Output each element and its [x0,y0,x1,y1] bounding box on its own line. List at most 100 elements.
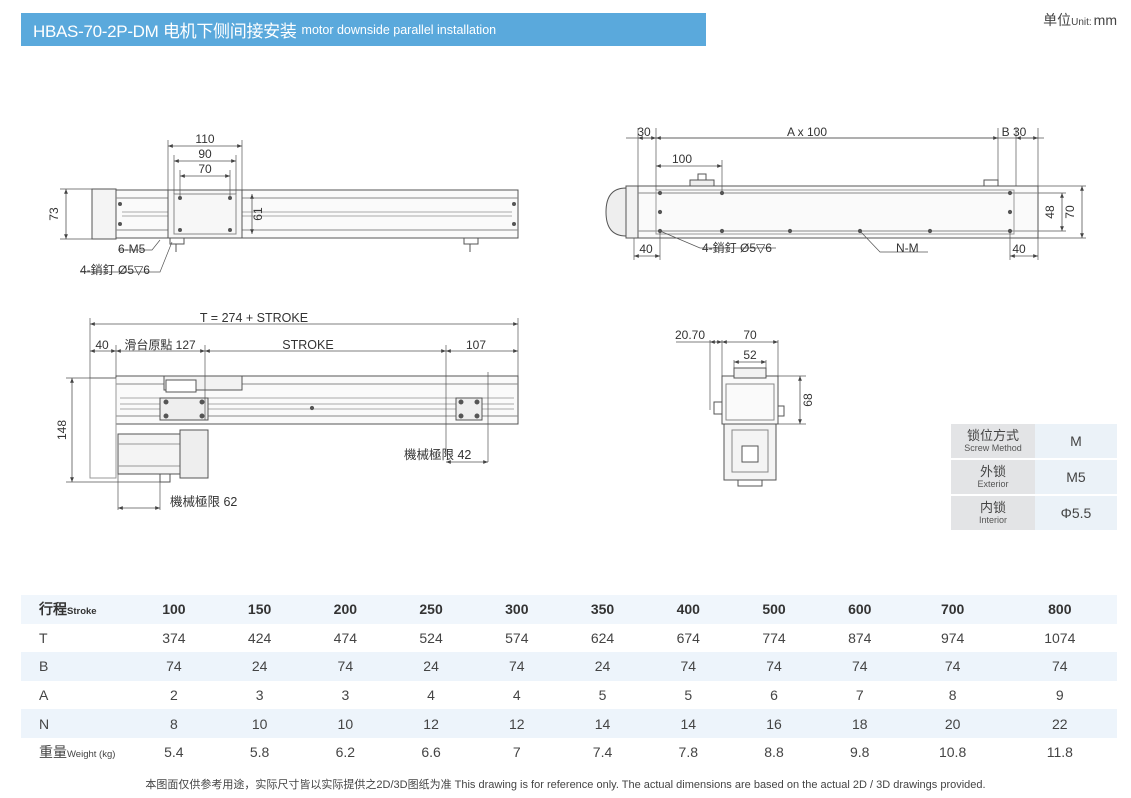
dim-52-label: 52 [743,348,757,362]
row-label: A [21,680,131,710]
page-subtitle: motor downside parallel installation [301,22,497,37]
nm-callout: N-M [896,241,919,255]
side-view-drawing [605,128,1086,260]
table-cell: 700 [902,595,1003,624]
table-cell: 3 [302,680,389,710]
unit-label: 单位Unit:mm [1043,12,1117,28]
table-cell: 74 [473,652,560,681]
end-view-drawing [676,340,806,487]
dim-40-left-label: 40 [639,242,653,256]
top-view-drawing [60,140,519,273]
table-cell: 7 [816,680,903,710]
table-cell: 74 [645,652,732,681]
technical-drawings: 110 90 70 73 61 6-M5 4-銷釘 Ø5▽6 [47,125,1086,510]
table-cell: 10 [302,709,389,738]
table-cell: 5 [645,680,732,710]
dim-30-left-label: 30 [637,125,651,139]
table-cell: 974 [902,623,1003,653]
table-cell: 500 [731,595,817,624]
table-cell: 7.4 [559,737,646,767]
table-cell: 74 [902,652,1003,681]
table-cell: 874 [816,623,903,653]
lock-value: M5 [1035,460,1117,494]
table-cell: 400 [645,595,732,624]
table-cell: 6.6 [388,737,474,767]
table-cell: 5 [559,680,646,710]
dim-100-label: 100 [672,152,692,166]
table-cell: 7 [473,737,560,767]
dim-107-label: 107 [466,338,486,352]
table-cell: 4 [473,680,560,710]
table-cell: 100 [131,595,217,624]
table-cell: 150 [216,595,303,624]
dim-40-right-label: 40 [1012,242,1026,256]
table-cell: 600 [816,595,903,624]
table-cell: 474 [302,623,389,653]
table-cell: 524 [388,623,474,653]
dim-90-label: 90 [198,147,212,161]
table-cell: 1074 [1002,623,1117,653]
table-cell: 74 [1002,652,1117,681]
table-cell: 374 [131,623,217,653]
table-cell: 24 [559,652,646,681]
row-label: T [21,623,131,653]
table-cell: 74 [131,652,217,681]
mech-limit-42-label: 機械極限 42 [404,447,471,462]
pin-callout-top: 4-銷釘 Ø5▽6 [80,262,150,277]
table-cell: 4 [388,680,474,710]
table-cell: 24 [388,652,474,681]
slider-origin-label: 滑台原點 127 [124,337,196,352]
row-label: N [21,709,131,738]
table-cell: 10 [216,709,303,738]
table-cell: 10.8 [902,737,1003,767]
row-label: 行程Stroke [21,595,131,624]
dim-110-label: 110 [195,132,214,146]
dim-48-label: 48 [1043,205,1057,219]
lock-value: M [1035,424,1117,458]
table-cell: 800 [1002,595,1117,624]
row-label: 重量Weight (kg) [21,737,131,767]
table-cell: 8 [902,680,1003,710]
footnote: 本图面仅供参考用途，实际尺寸皆以实际提供之2D/3D图纸为准 This draw… [145,779,986,791]
table-cell: 5.8 [216,737,303,767]
table-cell: 3 [216,680,303,710]
table-cell: 9.8 [816,737,903,767]
dim-73-label: 73 [47,207,61,221]
title-bar: HBAS-70-2P-DM 电机下侧间接安装 motor downside pa… [21,13,706,46]
table-cell: 18 [816,709,903,738]
table-cell: 424 [216,623,303,653]
table-cell: 20 [902,709,1003,738]
table-cell: 12 [388,709,474,738]
table-cell: 11.8 [1002,737,1117,767]
table-cell: 624 [559,623,646,653]
row-label: B [21,652,131,681]
dim-68-label: 68 [801,393,815,407]
table-cell: 774 [731,623,817,653]
table-cell: 6.2 [302,737,389,767]
dim-b30-label: B 30 [1002,125,1027,139]
page-title: HBAS-70-2P-DM 电机下侧间接安装 [33,22,297,41]
dim-70-side-label: 70 [1063,205,1077,219]
dim-40-front-label: 40 [95,338,109,352]
dim-total-length-label: T = 274 + STROKE [200,311,308,325]
table-cell: 9 [1002,680,1117,710]
front-view-drawing [66,318,519,510]
dim-2070-label: 20.70 [675,328,705,342]
lock-value: Φ5.5 [1035,496,1117,530]
dim-70-label: 70 [198,162,212,176]
table-cell: 7.8 [645,737,732,767]
table-cell: 12 [473,709,560,738]
table-cell: 24 [216,652,303,681]
dim-61-label: 61 [251,207,265,221]
table-cell: 200 [302,595,389,624]
table-cell: 250 [388,595,474,624]
table-cell: 6 [731,680,817,710]
m5-callout: 6-M5 [118,242,146,256]
